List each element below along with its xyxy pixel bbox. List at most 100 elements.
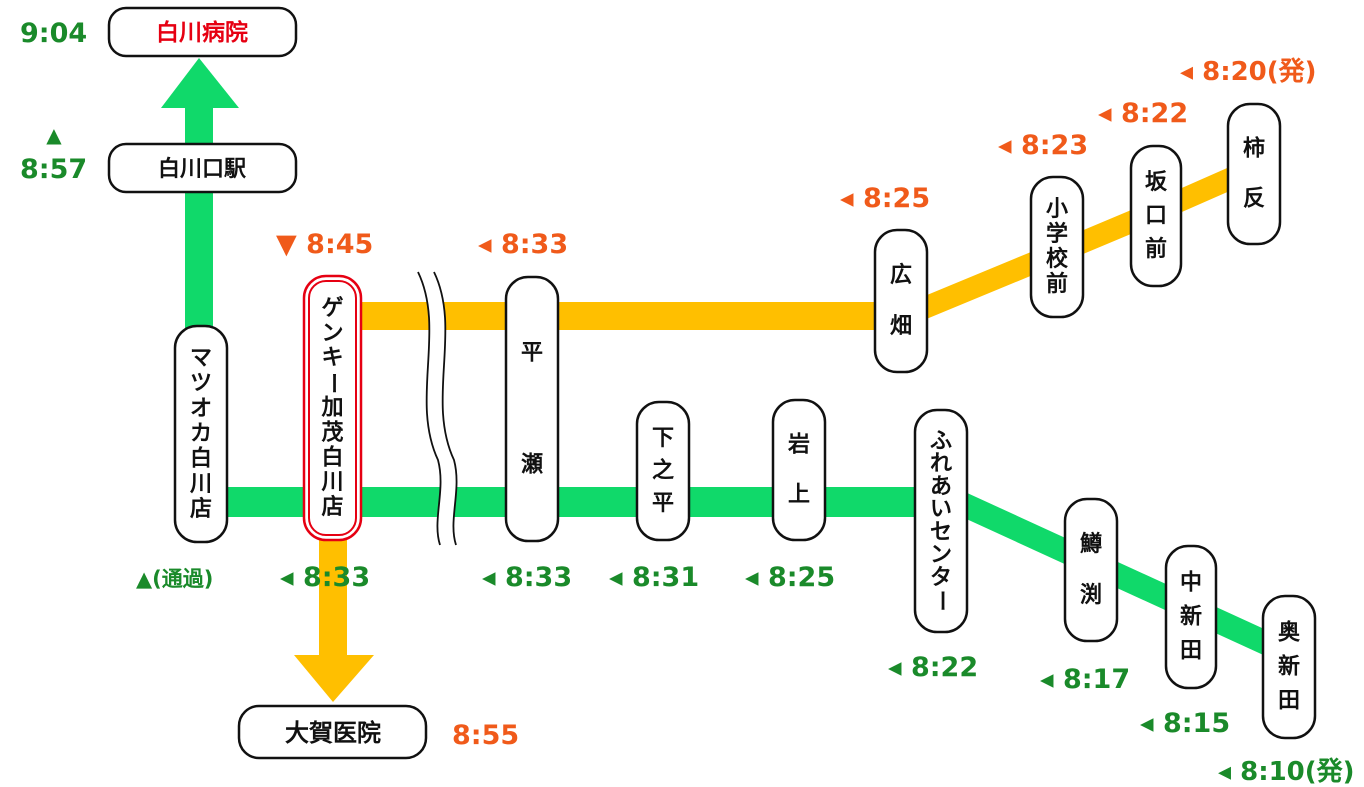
stop-label-char: あ [930, 474, 952, 499]
up-triangle-icon: ▲ [46, 123, 62, 147]
stop-box [1164, 544, 1218, 690]
stop-label-char: 平 [652, 491, 674, 516]
stop-box [1129, 144, 1183, 288]
stop-label-char: オ [190, 396, 212, 421]
stop-kakisori: 柿反 [1226, 102, 1282, 246]
stop-label-char: 前 [1046, 271, 1068, 297]
stop-label-char: 奥 [1278, 620, 1301, 646]
stop-label-char: 之 [652, 458, 674, 484]
stop-label-char: 店 [190, 497, 212, 522]
time-masubuchi: ◂ 8:17 [1040, 664, 1130, 695]
stop-label-char: 鱒 [1080, 531, 1102, 557]
stop-label-char: タ [930, 565, 952, 590]
time-hirohata: ◂ 8:25 [840, 183, 930, 214]
stop-label-char: 口 [1145, 204, 1167, 229]
stop-label-char: ゲ [321, 296, 343, 321]
stop-label: 白川口駅 [158, 156, 246, 182]
stop-label-char: ー [320, 372, 345, 394]
stop-box [1063, 497, 1119, 643]
stop-label-char: 田 [1180, 639, 1202, 664]
stop-nakashinden: 中新田 [1164, 544, 1218, 690]
stop-oga-clinic: 大賀医院 [237, 704, 428, 760]
time-shirakawa-hospital: 9:04 [20, 18, 87, 49]
stop-label-char: 校 [1046, 246, 1069, 272]
stop-label-char: ツ [190, 371, 212, 396]
stop-label-char: キ [321, 346, 343, 371]
stop-box [1226, 102, 1282, 246]
stop-box [504, 275, 560, 543]
route-break-icon [417, 271, 458, 546]
stop-label-char: ー [929, 590, 954, 612]
stop-label-char: セ [930, 520, 952, 545]
stop-label-char: 学 [1046, 221, 1068, 247]
stop-label-char: 瀬 [521, 453, 543, 478]
stop-label-char: 新 [1180, 604, 1202, 630]
time-oga-clinic: 8:55 [452, 720, 519, 751]
stop-box [1261, 594, 1317, 740]
stop-label-char: れ [930, 452, 952, 477]
time-sakaguchi: ◂ 8:22 [1098, 98, 1188, 129]
time-shirakawaguchi: 8:57 [20, 154, 87, 185]
stop-box [635, 400, 691, 542]
stop-label-char: い [930, 497, 952, 522]
stop-label-char: 前 [1145, 236, 1167, 262]
stop-label-char: 岩 [787, 433, 810, 458]
yellow-route-line-diagonal [900, 159, 1255, 327]
stop-label-char: 下 [652, 426, 674, 451]
stop-label-char: 店 [321, 495, 343, 520]
stop-hirase: 平瀬 [504, 275, 560, 543]
stop-label: 大賀医院 [285, 719, 381, 747]
stop-label-char: 広 [890, 262, 912, 288]
stop-label-char: カ [190, 422, 212, 447]
stop-label-char: 柿 [1243, 136, 1265, 162]
stop-shimonohira: 下之平 [635, 400, 691, 542]
stop-label-char: ン [930, 543, 952, 568]
green-up-arrow-icon [161, 58, 239, 108]
stop-box [1029, 175, 1085, 319]
time-genky-yellow: ▼ 8:45 [276, 229, 373, 260]
stop-label-char: 渕 [1080, 582, 1102, 608]
stop-sakaguchi: 坂口前 [1129, 144, 1183, 288]
stop-label-char: 白 [190, 446, 212, 472]
yellow-down-arrow-icon [294, 655, 374, 702]
stop-box [913, 408, 969, 634]
stop-shirakawa-hospital: 白川病院 [107, 6, 298, 58]
stop-label: 白川病院 [156, 19, 248, 46]
stop-label-char: ふ [930, 429, 952, 454]
time-iwagami: ◂ 8:25 [745, 562, 835, 593]
stop-label-char: 坂 [1145, 170, 1168, 195]
stop-okushinden: 奥新田 [1261, 594, 1317, 740]
stop-iwagami: 岩上 [771, 398, 827, 542]
stop-label-char: 中 [1180, 571, 1202, 596]
stop-label-char: 上 [788, 483, 810, 508]
stop-label-char: 加 [320, 396, 343, 421]
stop-shirakawaguchi: 白川口駅 [107, 142, 298, 194]
time-genky-green: ◂ 8:33 [280, 562, 370, 593]
time-matsuoka: ▲(通過) [136, 567, 213, 591]
stop-label-char: 川 [320, 470, 343, 495]
stop-label-char: 白 [321, 444, 343, 470]
stop-highlight-inner [308, 280, 357, 536]
time-hirase-yellow: ◂ 8:33 [478, 229, 568, 260]
stop-box [873, 228, 929, 374]
stop-label-char: 田 [1278, 689, 1300, 714]
stop-label-char: 茂 [321, 420, 343, 445]
stop-hirohata: 広畑 [873, 228, 929, 374]
stop-label-char: 反 [1243, 187, 1265, 212]
stop-label-char: ン [321, 321, 343, 346]
stop-label-char: 畑 [890, 314, 912, 339]
stop-label-char: マ [190, 346, 212, 371]
stop-label-char: 川 [189, 472, 212, 497]
stop-box [771, 398, 827, 542]
time-hirase-green: ◂ 8:33 [482, 562, 572, 593]
time-kakisori: ◂ 8:20(発) [1180, 57, 1317, 87]
time-shogakko: ◂ 8:23 [998, 130, 1088, 161]
time-fureai: ◂ 8:22 [888, 652, 978, 683]
stop-label-char: 平 [521, 341, 543, 366]
stop-label-char: 新 [1278, 654, 1300, 680]
